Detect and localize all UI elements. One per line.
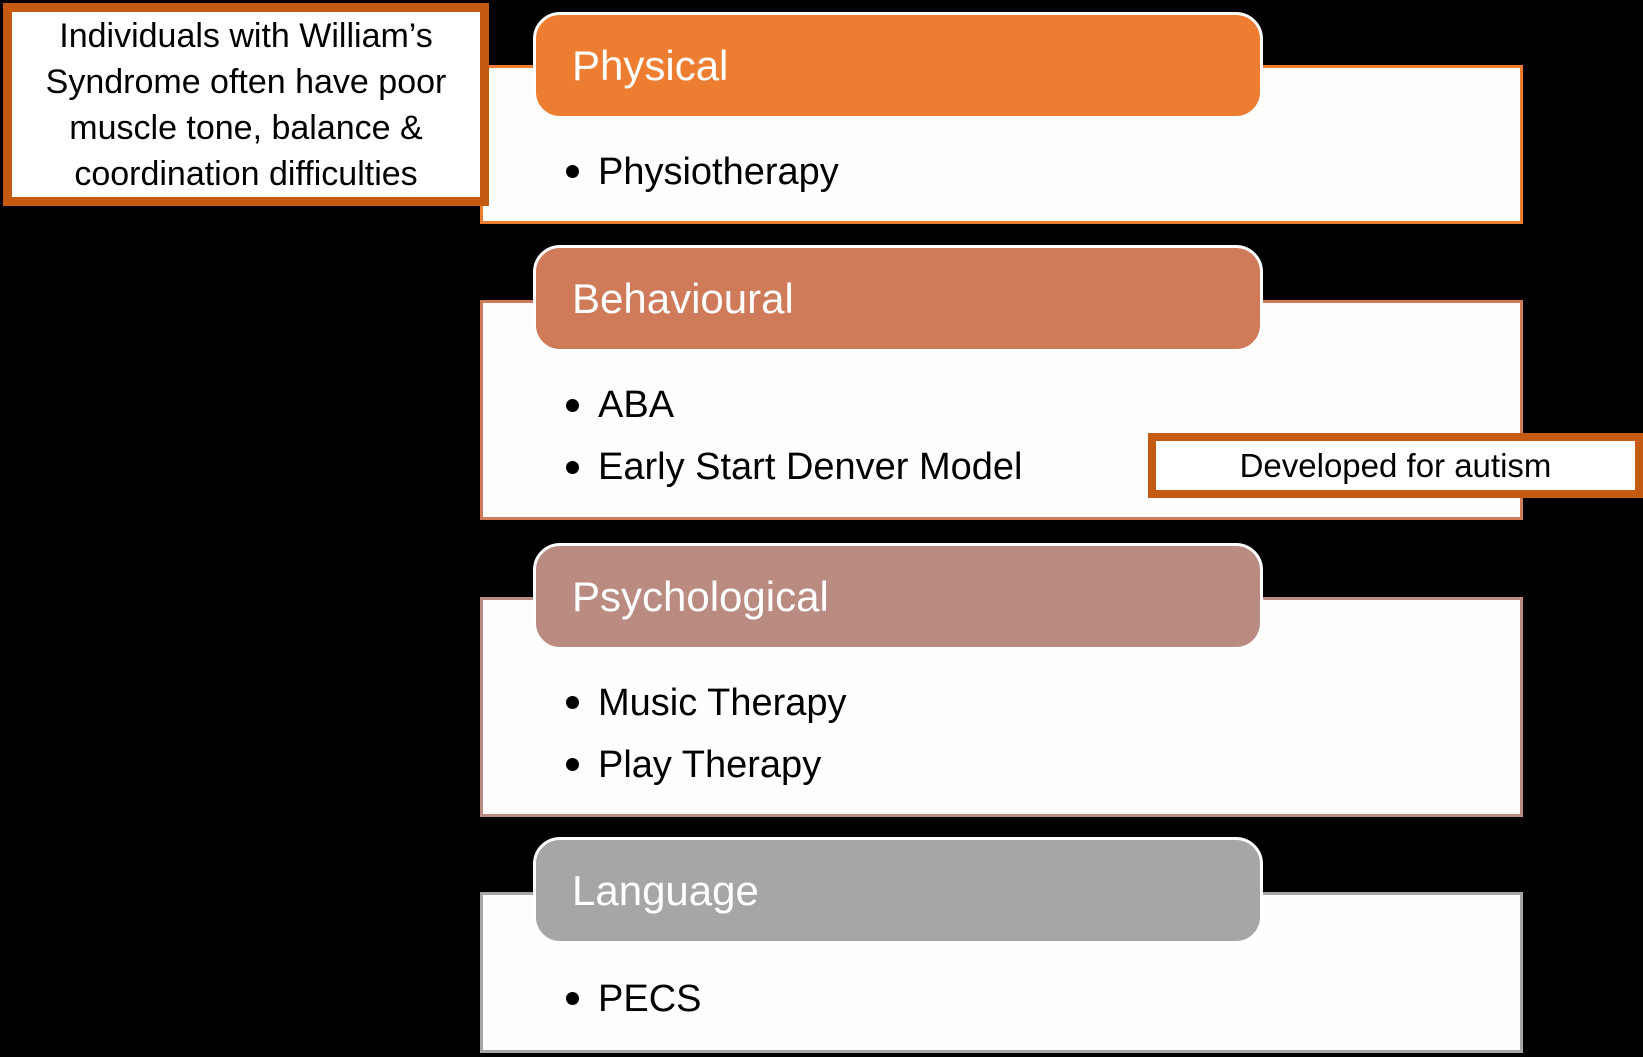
list-item-label: Physiotherapy	[598, 150, 839, 193]
behavioural-item-list: ABA Early Start Denver Model	[480, 352, 1523, 520]
psychological-item-list: Music Therapy Play Therapy	[480, 650, 1523, 817]
bullet-icon	[566, 165, 579, 178]
williams-syndrome-note-text: Individuals with William’s Syndrome ofte…	[45, 16, 447, 193]
physical-item-list: Physiotherapy	[480, 119, 1523, 224]
williams-syndrome-note-callout: Individuals with William’s Syndrome ofte…	[3, 3, 489, 206]
list-item-label: Play Therapy	[598, 743, 822, 786]
list-item: Music Therapy	[566, 672, 1523, 734]
behavioural-header-label: Behavioural	[572, 274, 794, 322]
bullet-icon	[566, 758, 579, 771]
psychological-header-label: Psychological	[572, 572, 829, 620]
bullet-icon	[566, 460, 579, 474]
bullet-icon	[566, 398, 579, 412]
language-header-label: Language	[572, 866, 759, 914]
list-item-label: ABA	[598, 384, 675, 426]
list-item: ABA	[566, 374, 1523, 436]
list-item-label: PECS	[598, 977, 702, 1020]
physical-header-bar: Physical	[533, 12, 1263, 119]
developed-for-autism-text: Developed for autism	[1239, 446, 1552, 484]
developed-for-autism-callout: Developed for autism	[1148, 433, 1643, 498]
behavioural-header-bar: Behavioural	[533, 245, 1263, 352]
list-item: Play Therapy	[566, 734, 1523, 796]
bullet-icon	[566, 696, 579, 709]
psychological-header-bar: Psychological	[533, 543, 1263, 650]
language-header-bar: Language	[533, 837, 1263, 944]
list-item-label: Music Therapy	[598, 681, 847, 724]
bullet-icon	[566, 992, 579, 1005]
list-item-label: Early Start Denver Model	[598, 446, 1023, 488]
list-item: Physiotherapy	[566, 141, 1523, 203]
list-item: PECS	[566, 968, 1523, 1030]
language-item-list: PECS	[480, 944, 1523, 1053]
list-item: Early Start Denver Model	[566, 436, 1523, 498]
physical-header-label: Physical	[572, 41, 729, 89]
